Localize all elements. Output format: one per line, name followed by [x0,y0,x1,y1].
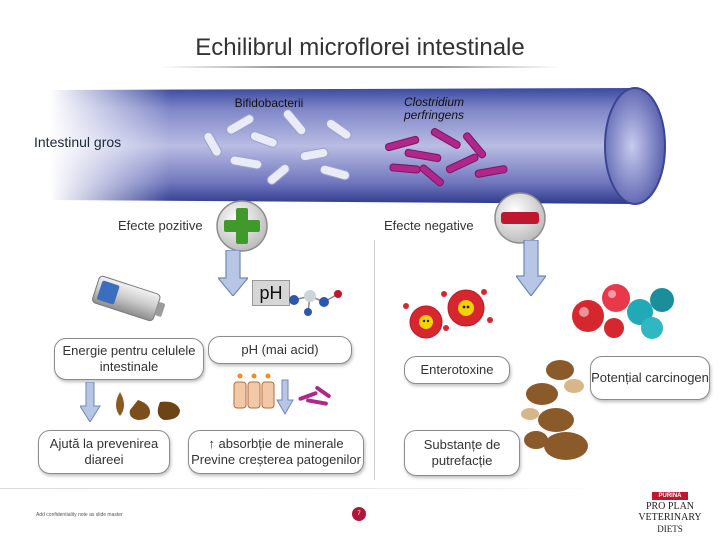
absorption-box: ↑ absorbție de minerale Previne creștere… [188,430,364,474]
ph-acid-box: pH (mai acid) [208,336,352,364]
carcinogen-box: Potențial carcinogen [590,356,710,400]
large-intestine-label: Intestinul gros [34,134,122,150]
energy-box: Energie pentru celulele intestinale [54,338,204,380]
logo-line-1: PRO PLAN [645,501,695,512]
title-divider [160,66,560,68]
gut-cells-icon [233,373,331,416]
diarrhea-box: Ajută la prevenirea diareei [38,430,170,474]
battery-icon [92,275,165,322]
page-number: 7 [352,507,366,521]
molecule-icon [289,290,342,316]
purina-pro-plan-logo: PURINA PRO PLAN VETERINARY DIETS [630,490,710,536]
column-divider [374,240,375,480]
toxin-cells-icon [403,289,493,339]
droplets-arrow-icon [80,382,180,422]
negative-effects-label: Efecte negative [384,218,474,233]
logo-brand: PURINA [652,492,688,500]
logo-line-2: VETERINARY [638,512,702,523]
logo-line-3: DIETS [657,524,683,534]
minus-badge-icon [494,192,546,244]
clostridium-label: Clostridium perfringens [403,95,465,122]
intestine-tube-illustration [50,80,666,210]
bifidobacteria-label: Bifidobacterii [234,96,304,110]
slide-title: Echilibrul microflorei intestinale [195,34,525,61]
positive-effects-label: Efecte pozitive [118,218,203,233]
down-arrow-icon [218,250,248,296]
plus-badge-icon [216,200,268,252]
confidentiality-note: Add confidentiality note as slide master [36,512,123,518]
putrefaction-fumes-icon [521,360,588,460]
putrefaction-box: Substanțe de putrefacție [404,430,520,476]
carcinogen-cells-icon [572,284,674,339]
footer-divider [0,488,600,489]
ph-tile: pH [252,280,290,306]
down-arrow-icon [516,240,546,296]
enterotoxins-box: Enterotoxine [404,356,510,384]
